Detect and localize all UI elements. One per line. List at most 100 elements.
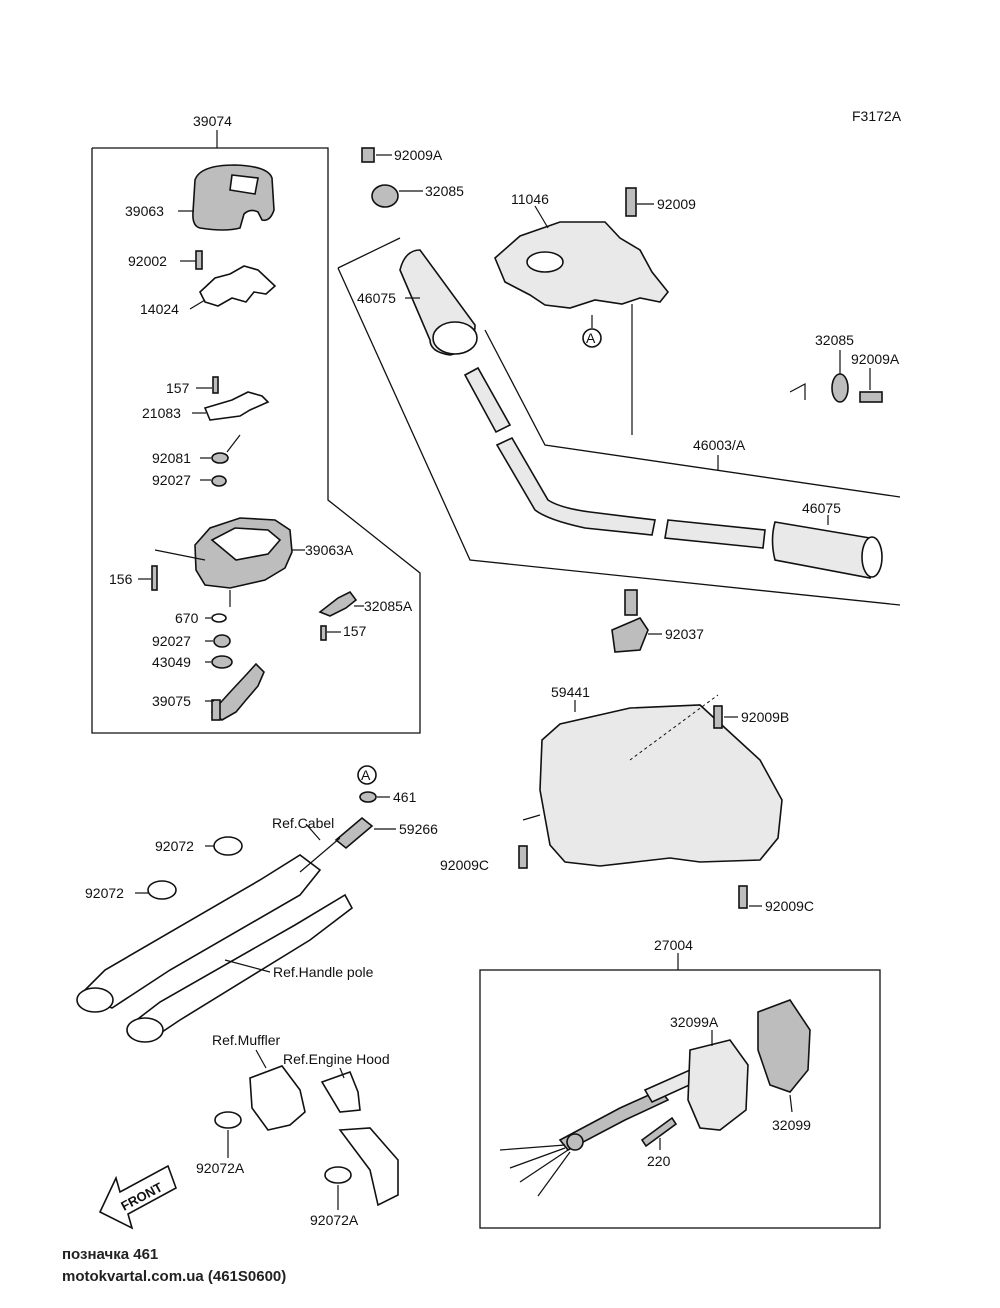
nut-43049 [205, 655, 233, 669]
screw-220 [640, 1116, 678, 1150]
label-92072A-right: 92072A [310, 1212, 359, 1228]
label-46075-left: 46075 [357, 290, 396, 306]
handle-pole-ref [76, 823, 354, 1043]
callout-a-lower: A [357, 765, 377, 785]
part-number-labels: 39063 92002 14024 157 21083 92081 92027 … [85, 147, 900, 1228]
lever-39075 [205, 662, 265, 721]
screw-92009A-upper [361, 147, 392, 163]
switch-case-39063A [154, 517, 305, 607]
front-arrow: FRONT [98, 1164, 177, 1230]
bracket-32085-upper [371, 184, 423, 208]
screw-92009C-left [518, 814, 541, 869]
label-92009C-right: 92009C [765, 898, 814, 914]
label-21083: 21083 [142, 405, 181, 421]
svg-text:A: A [361, 767, 371, 783]
label-43049: 43049 [152, 654, 191, 670]
label-32099A: 32099A [670, 1014, 719, 1030]
label-92009: 92009 [657, 196, 696, 212]
group-label-39074: 39074 [193, 113, 232, 129]
figure-code: F3172A [852, 108, 902, 124]
washer-461 [359, 791, 390, 803]
label-27004: 27004 [654, 937, 693, 953]
ref-muffler: Ref.Muffler [212, 1032, 281, 1048]
clamp-92072-lower [135, 880, 177, 900]
grip-46075-left [399, 249, 478, 356]
label-92081: 92081 [152, 450, 191, 466]
label-157-top: 157 [166, 380, 190, 396]
washer-92027-top [200, 475, 227, 487]
label-32099: 32099 [772, 1117, 811, 1133]
switch-cover-39063 [178, 164, 275, 231]
label-59266: 59266 [399, 821, 438, 837]
bracket-32085A [318, 590, 364, 617]
label-92027-bottom: 92027 [152, 633, 191, 649]
grip-46075-right [771, 515, 883, 579]
label-92009A-upper: 92009A [394, 147, 443, 163]
screw-157-top [196, 376, 219, 394]
reference-labels: Ref.Cabel Ref.Handle pole Ref.Muffler Re… [212, 815, 390, 1067]
label-32085A: 32085A [364, 598, 413, 614]
throttle-case-11046 [494, 205, 670, 435]
harness-frame [479, 953, 881, 1229]
label-92072-lower: 92072 [85, 885, 124, 901]
ref-handle-pole: Ref.Handle pole [273, 964, 374, 980]
screw-156 [138, 565, 158, 591]
label-92027-top: 92027 [152, 472, 191, 488]
adjuster-59266 [334, 816, 396, 850]
label-92037: 92037 [665, 626, 704, 642]
bracket-21083 [192, 391, 270, 421]
label-14024: 14024 [140, 301, 179, 317]
holder-92037 [611, 589, 662, 653]
gasket-14024 [189, 265, 277, 310]
label-670: 670 [175, 610, 199, 626]
screw-92009A-right [859, 368, 883, 403]
handlebar-tube [463, 366, 766, 549]
label-39075: 39075 [152, 693, 191, 709]
label-220: 220 [647, 1153, 671, 1169]
label-46075-right: 46075 [802, 500, 841, 516]
svg-text:A: A [586, 330, 596, 346]
bracket-32085-right [831, 350, 849, 403]
harness-wires [499, 1068, 698, 1197]
screw-92009B [713, 705, 738, 729]
label-59441: 59441 [551, 684, 590, 700]
label-32085-right: 32085 [815, 332, 854, 348]
oring-670 [205, 613, 227, 623]
label-92072A-left: 92072A [196, 1160, 245, 1176]
label-92072-upper: 92072 [155, 838, 194, 854]
label-92009B: 92009B [741, 709, 789, 725]
footer-line-1: позначка 461 [62, 1246, 159, 1263]
switch-assembly-frame: 39074 [91, 113, 421, 734]
handlebar-frame: 46003/A [337, 237, 901, 606]
label-156: 156 [109, 571, 133, 587]
screw-92009 [625, 187, 654, 217]
label-92009C-left: 92009C [440, 857, 489, 873]
footer-line-2: motokvartal.com.ua (461S0600) [62, 1268, 287, 1285]
screw-92009C-right [738, 885, 762, 909]
ref-engine-hood: Ref.Engine Hood [283, 1051, 390, 1067]
callout-a-upper: A [582, 328, 602, 348]
clamp-92072A-left [214, 1111, 242, 1158]
washer-92027-bottom [205, 634, 231, 648]
handle-cover-59441 [539, 694, 783, 867]
spring-92081 [200, 434, 241, 464]
clamp-92072-upper [205, 836, 243, 856]
ref-cable: Ref.Cabel [272, 815, 334, 831]
engine-hood-ref [320, 1067, 399, 1207]
label-92002: 92002 [128, 253, 167, 269]
label-39063A: 39063A [305, 542, 354, 558]
screw-92002 [180, 250, 203, 270]
clamp-92072A-right [324, 1166, 352, 1210]
label-461: 461 [393, 789, 417, 805]
label-11046: 11046 [511, 191, 549, 207]
label-157-bottom: 157 [343, 623, 367, 639]
screw-157-bottom [320, 625, 341, 641]
label-92009A-right: 92009A [851, 351, 900, 367]
switch-body-32099A [687, 1030, 749, 1131]
group-label-46003A: 46003/A [693, 437, 746, 453]
muffler-ref [249, 1049, 306, 1131]
label-39063: 39063 [125, 203, 164, 219]
label-32085-upper: 32085 [425, 183, 464, 199]
switch-case-32099 [757, 999, 811, 1113]
